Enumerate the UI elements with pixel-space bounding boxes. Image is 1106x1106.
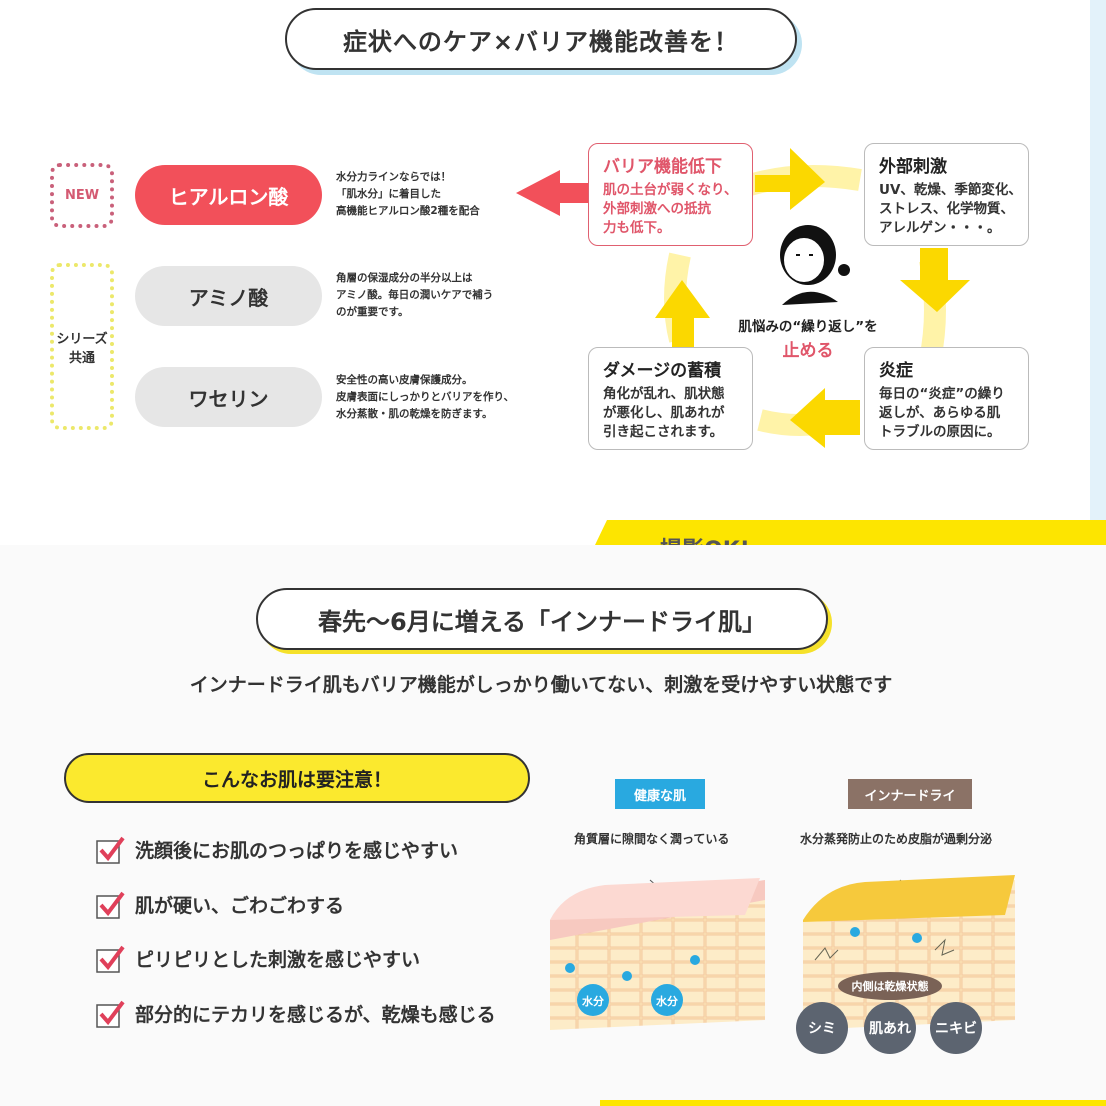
cycle-barrier: バリア機能低下 肌の土台が弱くなり、 外部刺激への抵抗 力も低下。 xyxy=(588,143,753,246)
side-strip xyxy=(1090,0,1106,545)
cycle-title: ダメージの蓄積 xyxy=(603,361,722,381)
inner-dry-text: 内側は乾燥状態 xyxy=(852,979,929,993)
cycle-title: バリア機能低下 xyxy=(603,157,722,177)
section2-title: 春先〜6月に増える「インナードライ肌」 xyxy=(256,588,828,650)
checklist-item: ピリピリとした刺激を感じやすい xyxy=(95,944,421,973)
series-badge: シリーズ 共通 xyxy=(50,263,114,430)
cycle-arrows xyxy=(516,148,970,448)
water-label: 水分 xyxy=(582,994,604,1008)
checklist-item: 洗顔後にお肌のつっぱりを感じやすい xyxy=(95,835,459,864)
checklist-text: 洗顔後にお肌のつっぱりを感じやすい xyxy=(135,839,459,862)
trouble-badge: ニキビ xyxy=(935,1021,977,1037)
center-emphasis: 止める xyxy=(782,341,834,361)
cycle-damage: ダメージの蓄積 角化が乱れ、肌状態 が悪化し、肌あれが 引き起こされます。 xyxy=(588,347,753,450)
checkbox-checked-icon xyxy=(95,835,125,864)
checklist-text: 部分的にテカリを感じるが、乾燥も感じる xyxy=(135,1003,496,1026)
cycle-inflammation: 炎症 毎日の“炎症”の繰り 返しが、あらゆる肌 トラブルの原因に。 xyxy=(864,347,1029,450)
cycle-text: UV、乾燥、季節変化、 ストレス、化学物質、 アレルゲン・・・。 xyxy=(879,182,1022,236)
trouble-badge: シミ xyxy=(808,1021,836,1037)
ingredient-vaseline: ワセリン xyxy=(135,367,322,427)
trouble-badge: 肌あれ xyxy=(869,1021,911,1037)
ingredient-amino: アミノ酸 xyxy=(135,266,322,326)
checklist-item: 肌が硬い、ごわごわする xyxy=(95,890,345,919)
arrow-up-icon xyxy=(655,280,710,350)
healthy-caption: 角質層に隙間なく潤っている xyxy=(574,832,730,846)
arrow-right-icon xyxy=(755,148,825,210)
bottom-band xyxy=(600,1100,1106,1106)
section2-subtitle: インナードライ肌もバリア機能がしっかり働いてない、刺激を受けやすい状態です xyxy=(189,674,893,696)
cycle-external: 外部刺激 UV、乾燥、季節変化、 ストレス、化学物質、 アレルゲン・・・。 xyxy=(864,143,1029,246)
ingredient-desc: 水分力ラインならでは！ 「肌水分」に着目した 高機能ヒアルロン酸2種を配合 xyxy=(336,171,480,217)
skin-illustrations: 水分 水分 内側は乾燥状態 シミ 肌あれ ニキビ xyxy=(550,875,1015,1054)
cycle-text: 角化が乱れ、肌状態 が悪化し、肌あれが 引き起こされます。 xyxy=(603,386,725,440)
checklist-text: 肌が硬い、ごわごわする xyxy=(135,894,345,917)
cycle-text: 肌の土台が弱くなり、 外部刺激への抵抗 力も低下。 xyxy=(603,182,738,236)
cycle-title: 外部刺激 xyxy=(879,157,947,177)
ingredient-desc: 安全性の高い皮膚保護成分。 皮膚表面にしっかりとバリアを作り、 水分蒸散・肌の乾… xyxy=(336,374,515,420)
arrow-left-icon xyxy=(790,388,860,448)
promo-band: 撮影OK! xyxy=(595,520,1106,545)
band-text: 撮影OK! xyxy=(660,532,750,545)
section1-title: 症状へのケア×バリア機能改善を！ xyxy=(285,8,797,70)
new-badge: NEW xyxy=(50,163,114,228)
inner-dry-caption: 水分蒸発防止のため皮脂が過剰分泌 xyxy=(800,832,993,846)
arrow-down-icon xyxy=(900,248,970,312)
checkbox-checked-icon xyxy=(95,890,125,919)
healthy-skin-label: 健康な肌 xyxy=(615,779,705,809)
center-text: 肌悩みの“繰り返し”を xyxy=(738,319,878,335)
water-label: 水分 xyxy=(656,994,678,1008)
cycle-text: 毎日の“炎症”の繰り 返しが、あらゆる肌 トラブルの原因に。 xyxy=(879,386,1005,440)
inner-dry-skin-diagram xyxy=(796,875,1015,1054)
ingredient-desc: 角層の保湿成分の半分以上は アミノ酸。毎日の潤いケアで補う のが重要です。 xyxy=(336,272,494,318)
cycle-title: 炎症 xyxy=(879,361,913,381)
red-arrow-icon xyxy=(516,170,590,216)
checklist-item: 部分的にテカリを感じるが、乾燥も感じる xyxy=(95,999,496,1028)
checkbox-checked-icon xyxy=(95,944,125,973)
checklist-text: ピリピリとした刺激を感じやすい xyxy=(135,948,421,971)
healthy-skin-diagram xyxy=(550,878,765,1030)
inner-dry-label: インナードライ xyxy=(848,779,972,809)
checkbox-checked-icon xyxy=(95,999,125,1028)
ingredient-hyaluronic: ヒアルロン酸 xyxy=(135,165,322,225)
worried-character-icon xyxy=(780,225,850,305)
caution-banner: こんなお肌は要注意！ xyxy=(64,753,530,803)
